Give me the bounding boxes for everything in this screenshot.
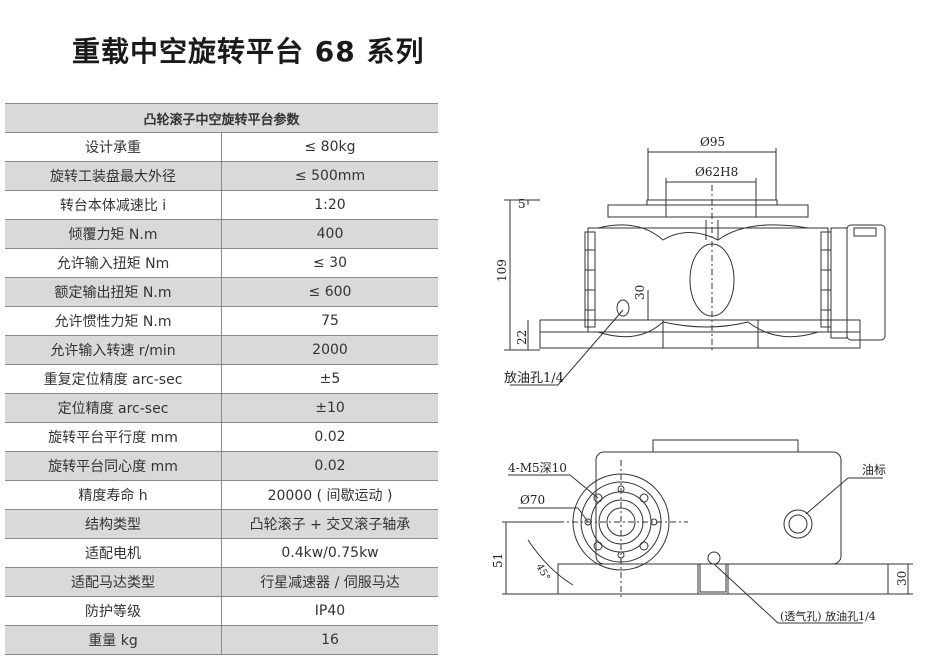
spec-value: ≤ 80kg — [221, 132, 438, 162]
dim-inner-diameter: Ø62H8 — [695, 165, 738, 179]
spec-row: 额定输出扭矩 N.m≤ 600 — [5, 277, 438, 307]
spec-value: 1:20 — [221, 190, 438, 220]
dim-height: 109 — [495, 259, 509, 282]
vent-drain-label: (透气孔) 放油孔1/4 — [780, 609, 876, 623]
spec-value: 400 — [221, 219, 438, 249]
dim-top-thickness: 5 — [518, 197, 526, 211]
page-title: 重载中空旋转平台 68 系列 — [72, 35, 425, 68]
spec-value: ≤ 30 — [221, 248, 438, 278]
spec-row: 适配马达类型行星减速器 / 伺服马达 — [5, 567, 438, 597]
spec-label: 旋转平台同心度 mm — [5, 451, 222, 481]
spec-table-header: 凸轮滚子中空旋转平台参数 — [5, 103, 438, 133]
spec-label: 设计承重 — [5, 132, 222, 162]
spec-label: 重复定位精度 arc-sec — [5, 364, 222, 394]
spec-value: 行星减速器 / 伺服马达 — [221, 567, 438, 597]
spec-label: 防护等级 — [5, 596, 222, 626]
spec-label: 精度寿命 h — [5, 480, 222, 510]
spec-value: ±10 — [221, 393, 438, 423]
spec-row: 重复定位精度 arc-sec±5 — [5, 364, 438, 394]
spec-row: 设计承重≤ 80kg — [5, 132, 438, 162]
spec-value: 0.02 — [221, 422, 438, 452]
pcd-label: Ø70 — [520, 493, 545, 507]
front-drain-label: 放油孔1/4 — [504, 371, 564, 386]
spec-label: 允许惯性力矩 N.m — [5, 306, 222, 336]
dim-base-height: 22 — [515, 330, 529, 345]
spec-row: 允许输入扭矩 Nm≤ 30 — [5, 248, 438, 278]
spec-value: ≤ 600 — [221, 277, 438, 307]
spec-value: 0.02 — [221, 451, 438, 481]
spec-row: 结构类型凸轮滚子 + 交叉滚子轴承 — [5, 509, 438, 539]
spec-value: IP40 — [221, 596, 438, 626]
spec-value: 2000 — [221, 335, 438, 365]
angle-label: 45° — [533, 562, 551, 583]
spec-value: 75 — [221, 306, 438, 336]
spec-value: 0.4kw/0.75kw — [221, 538, 438, 568]
dim-outer-diameter: Ø95 — [700, 135, 725, 149]
spec-value: 凸轮滚子 + 交叉滚子轴承 — [221, 509, 438, 539]
top-view — [502, 439, 913, 624]
dim-top-view-right: 30 — [895, 571, 909, 586]
front-view — [504, 148, 886, 386]
spec-value: ≤ 500mm — [221, 161, 438, 191]
spec-label: 额定输出扭矩 N.m — [5, 277, 222, 307]
spec-label: 旋转工装盘最大外径 — [5, 161, 222, 191]
spec-label: 适配电机 — [5, 538, 222, 568]
spec-label: 旋转平台平行度 mm — [5, 422, 222, 452]
spec-row: 旋转工装盘最大外径≤ 500mm — [5, 161, 438, 191]
spec-label: 倾覆力矩 N.m — [5, 219, 222, 249]
spec-label: 重量 kg — [5, 625, 222, 655]
spec-value: ±5 — [221, 364, 438, 394]
spec-label: 结构类型 — [5, 509, 222, 539]
holes-label: 4-M5深10 — [508, 461, 567, 475]
dim-center-height: 30 — [633, 285, 647, 300]
spec-label: 转台本体减速比 i — [5, 190, 222, 220]
spec-label: 定位精度 arc-sec — [5, 393, 222, 423]
oil-mark-label: 油标 — [862, 463, 886, 477]
spec-label: 允许输入扭矩 Nm — [5, 248, 222, 278]
spec-row: 定位精度 arc-sec±10 — [5, 393, 438, 423]
spec-label: 适配马达类型 — [5, 567, 222, 597]
spec-value: 16 — [221, 625, 438, 655]
spec-value: 20000 ( 间歇运动 ) — [221, 480, 438, 510]
dim-top-view-left: 51 — [491, 553, 505, 568]
technical-drawing: Ø95 Ø62H8 5 109 22 30 放油孔1/4 4-M5深10 Ø70… — [491, 135, 913, 624]
spec-label: 允许输入转速 r/min — [5, 335, 222, 365]
